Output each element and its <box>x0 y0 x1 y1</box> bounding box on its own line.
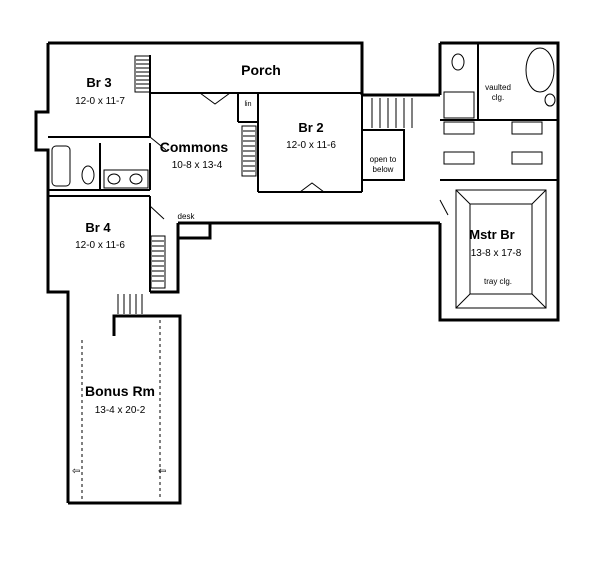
note-vaulted: vaulted <box>485 83 511 92</box>
room-name-mstr: Mstr Br <box>469 227 515 242</box>
arrow-icon-right: ⇦ <box>158 466 166 477</box>
note-tray: tray clg. <box>484 277 512 286</box>
room-dims-mstr: 13-8 x 17-8 <box>471 248 522 259</box>
note-open-to: open to <box>370 155 397 164</box>
room-dims-commons: 10-8 x 13-4 <box>172 160 223 171</box>
bonus-stair <box>117 294 143 314</box>
closet-br3 <box>134 55 151 93</box>
closet-master <box>443 121 543 165</box>
room-name-commons: Commons <box>160 139 229 155</box>
bonus-ceiling-lines <box>81 320 161 500</box>
stair-treads <box>371 98 413 128</box>
note-desk: desk <box>178 212 196 221</box>
room-name-porch: Porch <box>241 62 281 78</box>
note-vaulted-clg: clg. <box>492 93 504 102</box>
room-name-bonus: Bonus Rm <box>85 383 155 399</box>
room-dims-br4: 12-0 x 11-6 <box>75 240 125 251</box>
closet-br4 <box>150 235 166 289</box>
room-name-br2: Br 2 <box>298 120 323 135</box>
note-below: below <box>373 165 394 174</box>
bath-fixtures <box>51 47 556 189</box>
exterior-walls <box>34 41 560 505</box>
room-dims-br3: 12-0 x 11-7 <box>75 96 125 107</box>
room-dims-bonus: 13-4 x 20-2 <box>95 405 146 416</box>
arrow-icon-left: ⇦ <box>72 466 80 477</box>
room-name-br4: Br 4 <box>85 220 111 235</box>
interior-walls <box>48 43 558 292</box>
tray-ceiling <box>455 189 547 309</box>
room-dims-br2: 12-0 x 11-6 <box>286 140 336 151</box>
door-swings <box>149 92 449 220</box>
note-lin: lin <box>244 101 251 108</box>
closet-br2 <box>241 125 257 177</box>
room-name-br3: Br 3 <box>86 75 111 90</box>
